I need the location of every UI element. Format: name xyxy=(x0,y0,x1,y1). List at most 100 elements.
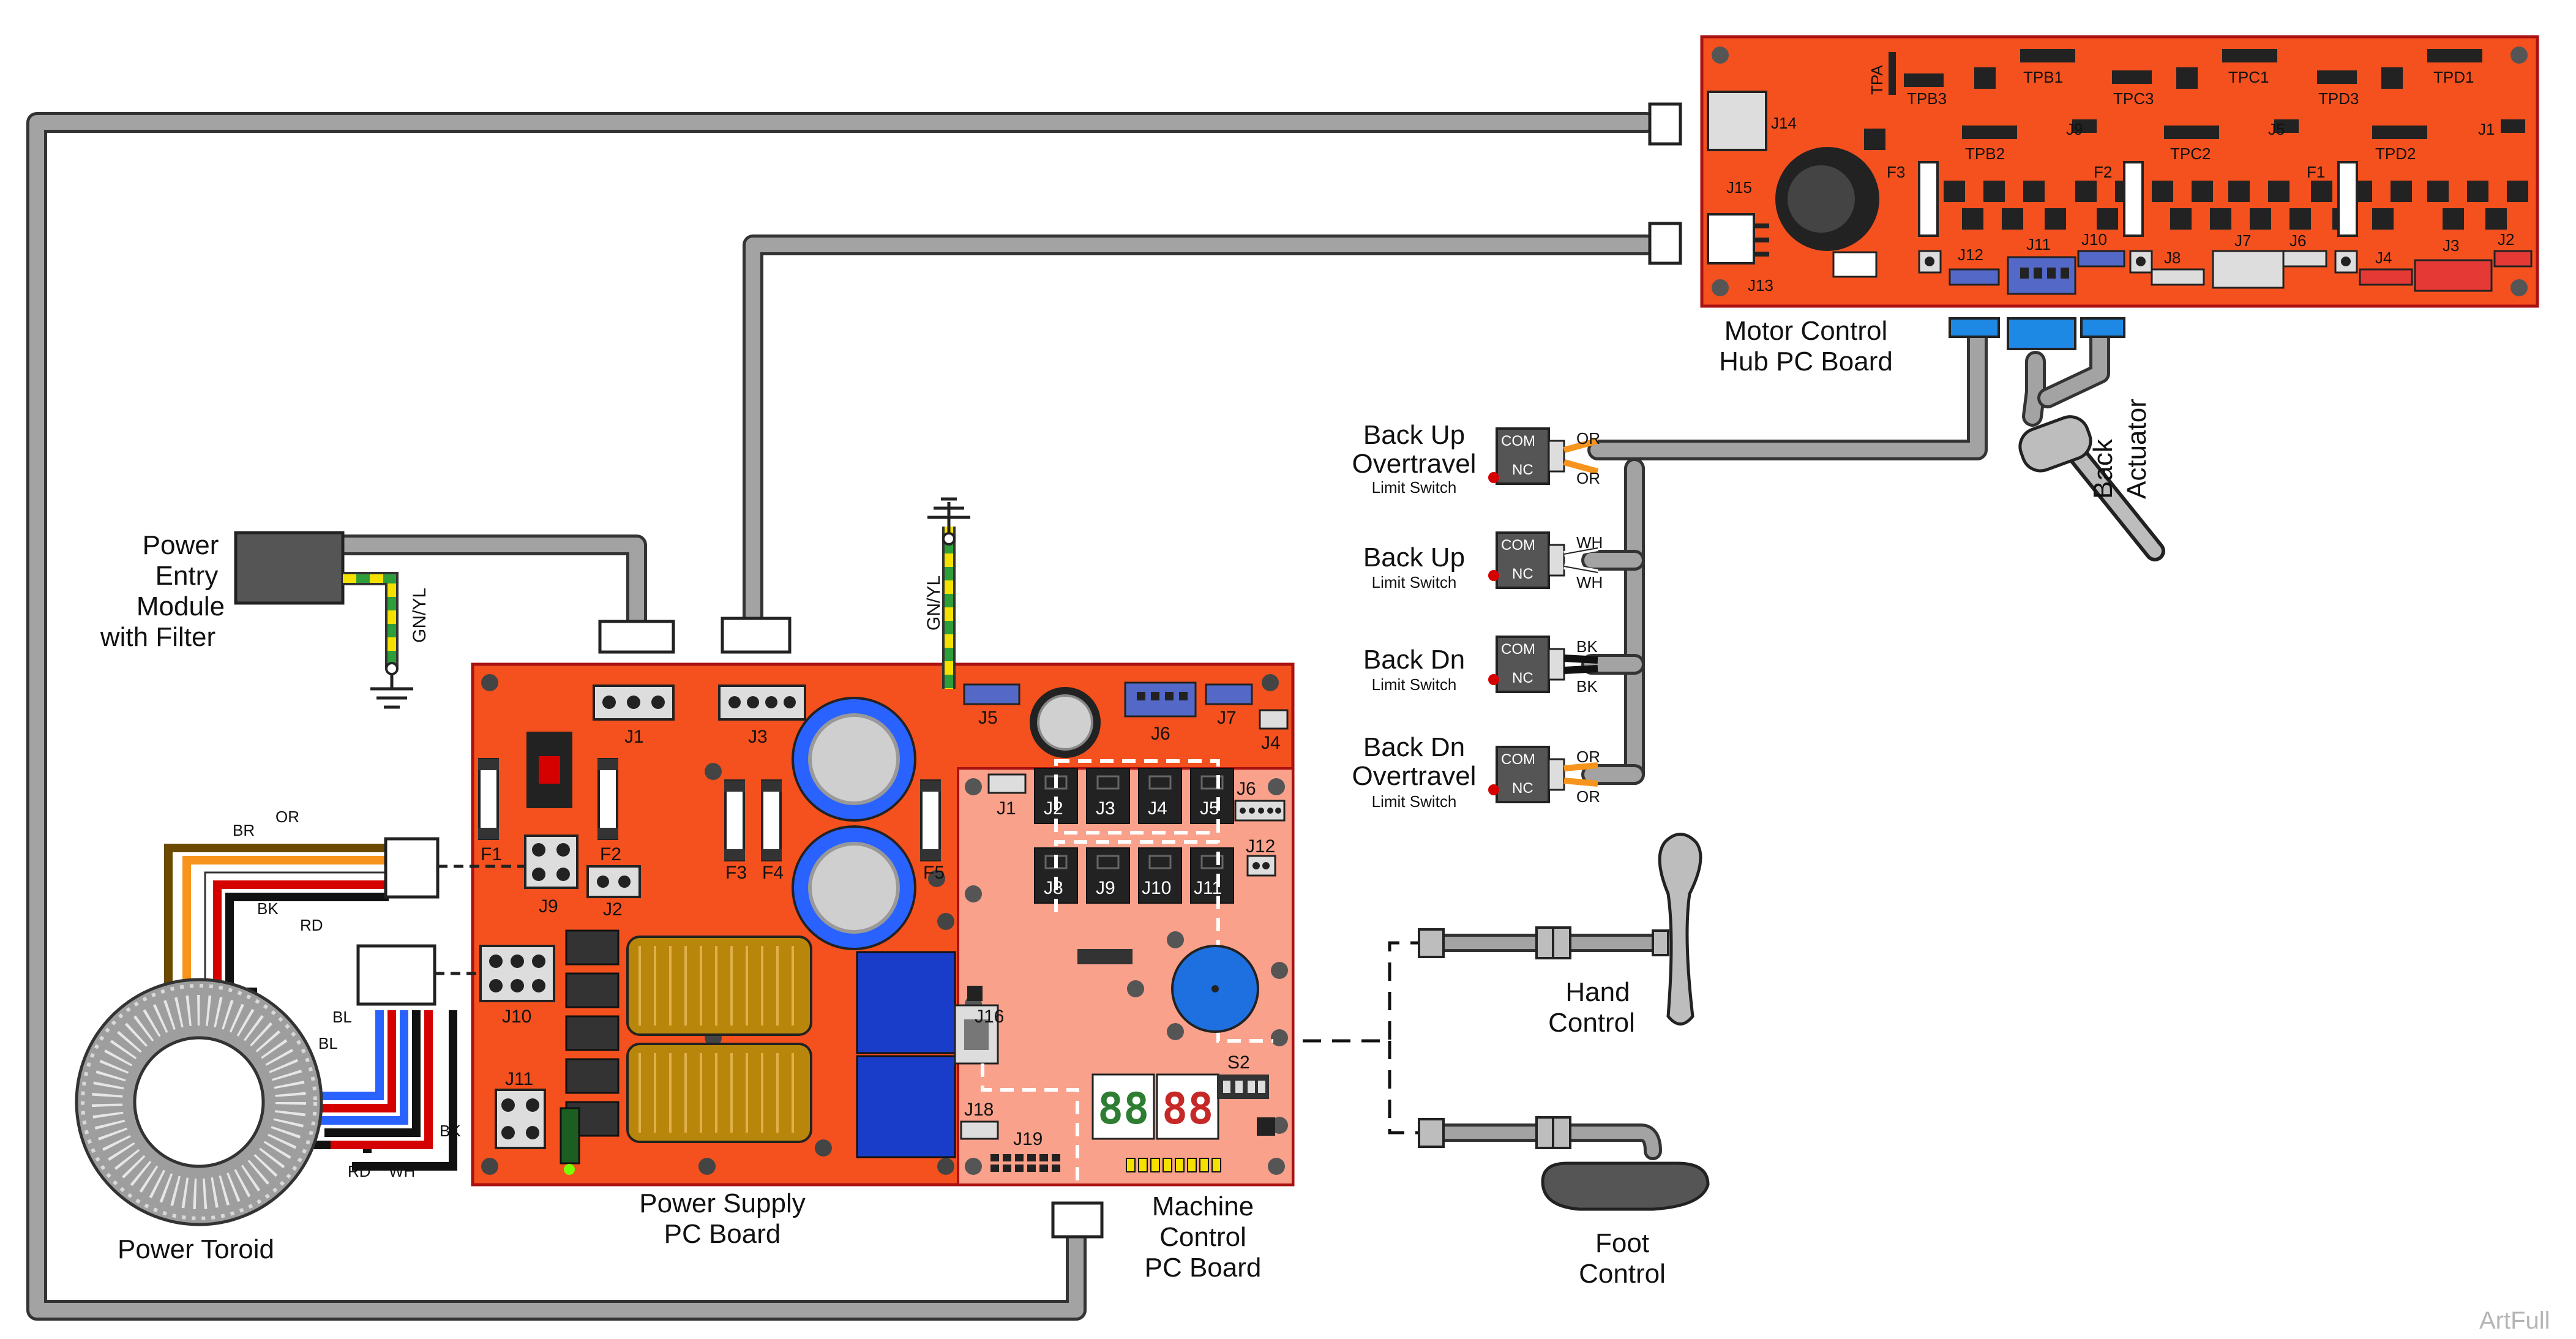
mc-board-title-3: PC Board xyxy=(1145,1253,1262,1283)
switch-1-subtitle: Limit Switch xyxy=(1372,478,1457,497)
limit-switch-3: COM NC BK BK xyxy=(1488,636,1598,696)
mc-j19: J19 xyxy=(1013,1129,1043,1149)
mc-j10: J10 xyxy=(1142,878,1171,898)
hub-tpa: TPA xyxy=(1868,65,1886,95)
switch-4-wire-bottom: OR xyxy=(1576,787,1600,806)
switch-4-name-2: Overtravel xyxy=(1352,761,1477,791)
switch-1-name-1: Back Up xyxy=(1363,420,1465,450)
hub-tpd1: TPD1 xyxy=(2433,68,2474,86)
mc-j1: J1 xyxy=(997,798,1016,819)
hub-j4: J4 xyxy=(2375,249,2392,267)
limit-switch-1: COM NC OR OR xyxy=(1488,427,1600,487)
switch-3-nc: NC xyxy=(1512,670,1533,686)
hand-control xyxy=(1418,833,1702,1026)
ps-j11: J11 xyxy=(505,1069,533,1089)
switch-1-com: COM xyxy=(1501,433,1535,449)
ground-symbol xyxy=(370,673,413,709)
ps-j2: J2 xyxy=(603,899,623,920)
back-actuator xyxy=(2018,415,2165,561)
switch-4-nc: NC xyxy=(1512,780,1533,797)
ps-j10: J10 xyxy=(502,1007,531,1027)
hub-f1: F1 xyxy=(2307,163,2325,181)
mc-j2: J2 xyxy=(1044,798,1063,819)
mc-board-labels: J1 J2 J3 J4 J5 J6 J8 J9 J10 J11 J12 J16 … xyxy=(964,779,1275,1149)
pem-ground-wire-label: GN/YL xyxy=(410,588,430,643)
mc-s2: S2 xyxy=(1227,1052,1250,1073)
foot-control xyxy=(1418,1116,1710,1211)
switch-2-com: COM xyxy=(1501,537,1535,553)
machine-control-board: 88 88 xyxy=(954,759,1294,1200)
ps-ground-wire-label: GN/YL xyxy=(924,576,944,631)
hub-tpb2: TPB2 xyxy=(1965,144,2005,163)
wire-label-br: BR xyxy=(233,821,255,839)
ground-symbol-ps xyxy=(927,497,970,533)
hub-tpb3: TPB3 xyxy=(1907,89,1947,108)
wire-label-rd-2: RD xyxy=(348,1162,371,1180)
wire-label-bk-1: BK xyxy=(257,899,279,918)
wire-label-or-1: OR xyxy=(275,808,299,826)
ps-j3: J3 xyxy=(748,727,768,747)
display-right: 88 xyxy=(1162,1084,1213,1134)
ps-j1: J1 xyxy=(624,727,644,747)
power-toroid xyxy=(75,844,457,1226)
hub-j13: J13 xyxy=(1748,276,1773,294)
switch-2-nc: NC xyxy=(1512,566,1533,582)
limit-switch-2: COM NC WH WH xyxy=(1488,531,1603,591)
ps-f4: F4 xyxy=(762,863,784,883)
mc-j3: J3 xyxy=(1096,798,1115,819)
hub-tpb1: TPB1 xyxy=(2023,68,2063,86)
switch-labels: Back Up Overtravel Limit Switch Back Up … xyxy=(1352,420,1477,811)
mc-j5: J5 xyxy=(1200,798,1219,819)
hub-board-labels: TPA TPB1 TPB2 TPB3 TPC1 TPC2 TPC3 TPD1 T… xyxy=(1726,65,2514,294)
hand-control-label-1: Hand xyxy=(1565,977,1630,1007)
ps-j7: J7 xyxy=(1217,708,1237,728)
power-entry-label-2: Entry xyxy=(155,561,219,591)
hub-j9: J9 xyxy=(2066,120,2083,138)
power-entry-label-3: Module xyxy=(137,591,225,621)
hub-f2: F2 xyxy=(2094,163,2112,181)
switch-2-name-1: Back Up xyxy=(1363,542,1465,572)
hub-j10: J10 xyxy=(2081,230,2107,249)
hub-j1: J1 xyxy=(2478,120,2495,138)
hub-tpd2: TPD2 xyxy=(2375,144,2416,163)
ps-capacitors xyxy=(792,697,916,950)
switch-4-name-1: Back Dn xyxy=(1363,732,1465,762)
hub-j8: J8 xyxy=(2164,249,2181,267)
hub-j6: J6 xyxy=(2290,231,2306,250)
watermark: ArtFull xyxy=(2479,1307,2550,1334)
switch-3-com: COM xyxy=(1501,641,1535,658)
switch-3-name-1: Back Dn xyxy=(1363,645,1465,675)
switch-1-wire-top: OR xyxy=(1576,429,1600,448)
mc-j18: J18 xyxy=(964,1100,994,1120)
wire-label-bl-2: BL xyxy=(318,1034,338,1052)
switch-3-subtitle: Limit Switch xyxy=(1372,675,1457,694)
ps-f5: F5 xyxy=(923,863,945,883)
ps-f3: F3 xyxy=(725,863,747,883)
switch-3-wire-top: BK xyxy=(1576,637,1598,656)
switch-1-wire-bottom: OR xyxy=(1576,469,1600,487)
hub-board-title-2: Hub PC Board xyxy=(1719,347,1893,377)
mc-j11: J11 xyxy=(1194,878,1222,898)
hub-f3: F3 xyxy=(1887,163,1905,181)
power-toroid-label: Power Toroid xyxy=(118,1234,274,1264)
hub-blue-plugs xyxy=(1949,317,2125,350)
power-entry-module: GN/YL xyxy=(234,531,430,709)
toroid-lower-wires xyxy=(306,1010,457,1171)
mc-j8: J8 xyxy=(1044,878,1063,898)
switch-4-wire-top: OR xyxy=(1576,748,1600,766)
back-actuator-label-1: Back xyxy=(2088,438,2118,499)
display-left: 88 xyxy=(1098,1084,1149,1134)
ps-board-title-2: PC Board xyxy=(664,1219,781,1249)
ps-board-title-1: Power Supply xyxy=(639,1188,805,1218)
hub-tpc2: TPC2 xyxy=(2170,144,2211,163)
hub-j14: J14 xyxy=(1771,114,1797,132)
ps-board-labels: J1 J2 J3 J5 J6 J7 J4 J9 J10 J11 F1 F2 F3… xyxy=(481,708,1281,1089)
switch-2-wire-top: WH xyxy=(1576,533,1603,552)
switch-2-wire-bottom: WH xyxy=(1576,573,1603,591)
hub-board-title-1: Motor Control xyxy=(1724,316,1888,346)
limit-switch-4: COM NC OR OR xyxy=(1488,746,1600,806)
mc-j9: J9 xyxy=(1096,878,1115,898)
hub-tpd3: TPD3 xyxy=(2318,89,2359,108)
foot-control-label-2: Control xyxy=(1579,1259,1666,1289)
